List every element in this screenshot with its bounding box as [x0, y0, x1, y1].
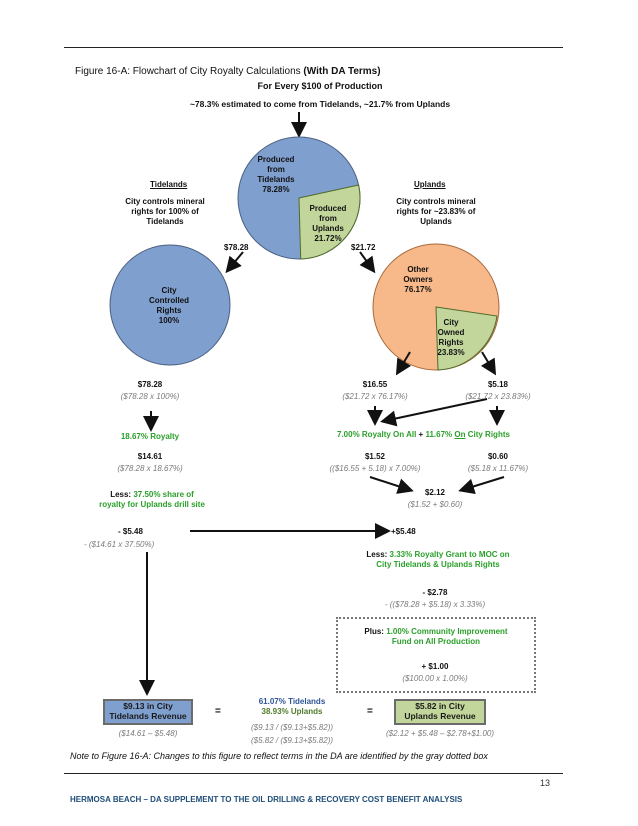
arrow-right-b	[480, 351, 497, 376]
main-pie-uplands-slice	[298, 184, 361, 260]
tidelands-arrow-value: $78.28	[224, 243, 249, 252]
tidelands-pie	[109, 244, 231, 366]
right-royalty-row: 7.00% Royalty On All + 11.67% On City Ri…	[337, 430, 510, 439]
uplands-pie	[372, 243, 500, 371]
top-title: For Every $100 of Production	[257, 81, 383, 91]
top-rule	[64, 47, 563, 48]
right-less: Less: 3.33% Royalty Grant to MOC on City…	[366, 550, 510, 569]
right-d: $0.60	[487, 452, 509, 461]
uplands-arrow-value: $21.72	[351, 243, 376, 252]
right-e-calc: ($1.52 + $0.60)	[407, 500, 463, 509]
right-c: $1.52	[364, 452, 386, 461]
left-less: Less: 37.50% share of royalty for Upland…	[99, 490, 205, 509]
arrow-b-to-royalty	[380, 398, 488, 427]
right-h: + $1.00	[421, 662, 449, 671]
figure-caption: Figure 16-A: Flowchart of City Royalty C…	[75, 66, 381, 77]
main-pie	[237, 136, 361, 260]
right-f: +$5.48	[391, 527, 416, 536]
right-c-calc: (($16.55 + 5.18) x 7.00%)	[329, 464, 421, 473]
arrow-d-to-e	[458, 476, 505, 495]
arrow-c-to-e	[369, 476, 414, 494]
uplands-heading: Uplands	[414, 180, 446, 189]
right-h-calc: ($100.00 x 1.00%)	[402, 674, 468, 683]
left-v1: $78.28	[137, 380, 163, 389]
left-v1-calc: ($78.28 x 100%)	[120, 392, 180, 401]
uplands-pie-city-slice	[435, 306, 498, 371]
left-v3: - $5.48	[118, 527, 143, 536]
split-text: 61.07% Tidelands 38.93% Uplands	[258, 697, 326, 716]
left-v3-calc: - ($14.61 x 37.50%)	[84, 540, 155, 549]
right-g-calc: - (($78.28 + $5.18) x 3.33%)	[384, 600, 486, 609]
right-b: $5.18	[487, 380, 509, 389]
equals-left: =	[215, 706, 221, 717]
caption-prefix: Figure 16-A: Flowchart of City Royalty C…	[75, 66, 301, 77]
tidelands-heading: Tidelands	[150, 180, 188, 189]
caption-bold: (With DA Terms)	[303, 66, 381, 77]
left-v2-calc: ($78.28 x 18.67%)	[117, 464, 183, 473]
left-royalty: 18.67% Royalty	[120, 432, 180, 441]
right-a-calc: ($21.72 x 76.17%)	[342, 392, 408, 401]
arrow-to-tidelands	[225, 251, 244, 274]
arrow-to-uplands	[359, 251, 376, 274]
uplands-revenue-calc: ($2.12 + $5.48 – $2.78+$1.00)	[385, 729, 495, 738]
tidelands-revenue-calc: ($14.61 – $5.48)	[118, 729, 178, 738]
top-subtitle: ~78.3% estimated to come from Tidelands,…	[189, 99, 451, 109]
running-title: HERMOSA BEACH – DA SUPPLEMENT TO THE OIL…	[70, 795, 463, 804]
page-number: 13	[540, 778, 551, 788]
split-calc-a: ($9.13 / ($9.13+$5.82))	[250, 723, 334, 732]
right-a: $16.55	[362, 380, 388, 389]
figure-note: Note to Figure 16-A: Changes to this fig…	[70, 751, 488, 761]
right-g: - $2.78	[422, 588, 448, 597]
da-changes-dotted-box	[336, 617, 536, 693]
right-plus: Plus: 1.00% Community Improvement Fund o…	[364, 627, 508, 646]
right-b-calc: ($21.72 x 23.83%)	[465, 392, 531, 401]
right-d-calc: ($5.18 x 11.67%)	[467, 464, 529, 473]
arrow-right-a	[395, 351, 412, 376]
left-v2: $14.61	[137, 452, 163, 461]
split-calc-b: ($5.82 / ($9.13+$5.82))	[250, 736, 334, 745]
footer-rule	[64, 773, 563, 774]
right-e: $2.12	[424, 488, 446, 497]
equals-right: =	[367, 706, 373, 717]
